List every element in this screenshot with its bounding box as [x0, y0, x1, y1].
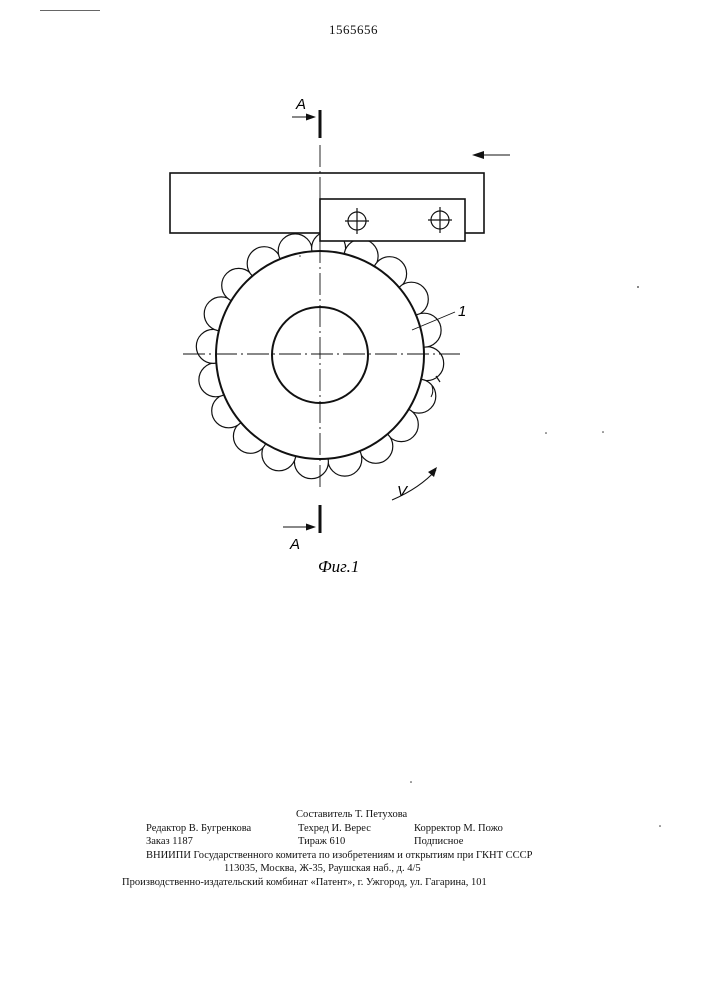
publisher-line: Производственно-издательский комбинат «П… — [122, 876, 487, 890]
institute-line: ВНИИПИ Государственного комитета по изоб… — [146, 849, 533, 863]
corrector-line: Корректор М. Пожо — [414, 822, 503, 836]
velocity-label: V — [397, 483, 409, 500]
address-line: 113035, Москва, Ж-35, Раушская наб., д. … — [224, 862, 421, 876]
figure-caption: Фиг.1 — [318, 557, 359, 576]
subscription-line: Подписное — [414, 835, 463, 849]
techred-line: Техред И. Верес — [298, 822, 371, 836]
editor-line: Редактор В. Бугренкова — [146, 822, 251, 836]
section-label-top: A — [295, 96, 306, 113]
imprint-block: Составитель Т. Петухова Редактор В. Бугр… — [0, 808, 707, 889]
feed-arrow-head — [472, 151, 484, 159]
circulation-line: Тираж 610 — [298, 835, 345, 849]
order-line: Заказ 1187 — [146, 835, 193, 849]
compiler-line: Составитель Т. Петухова — [296, 808, 407, 822]
velocity-arrow-head — [428, 467, 437, 477]
part-label: 1 — [458, 303, 466, 320]
section-label-bottom: A — [289, 536, 300, 553]
